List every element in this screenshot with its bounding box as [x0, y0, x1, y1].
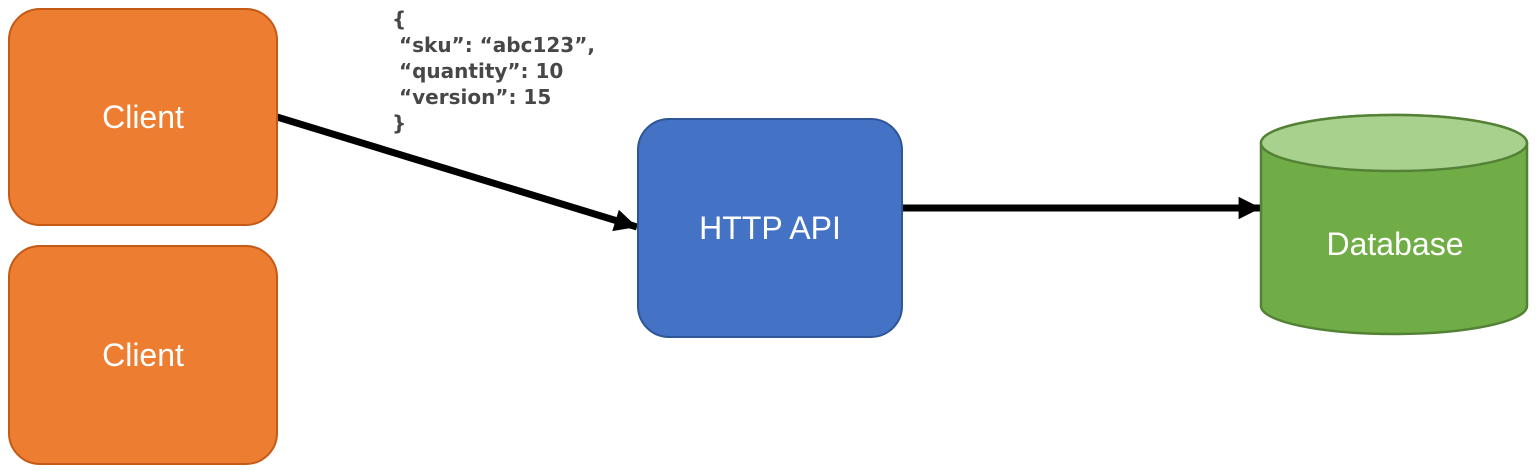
http-api-node: HTTP API — [637, 118, 903, 338]
client-node-1: Client — [8, 8, 278, 226]
client-node-1-label: Client — [102, 99, 184, 135]
database-cylinder — [1259, 113, 1529, 336]
client-node-2-label: Client — [102, 337, 184, 373]
json-payload-annotation: { “sku”: “abc123”, “quantity”: 10 “versi… — [392, 7, 595, 135]
database-node — [1259, 113, 1531, 337]
database-cylinder-top — [1259, 113, 1529, 173]
database-node-label: Database — [1326, 226, 1464, 262]
http-api-node-label: HTTP API — [699, 210, 841, 246]
client-node-2: Client — [8, 245, 278, 465]
